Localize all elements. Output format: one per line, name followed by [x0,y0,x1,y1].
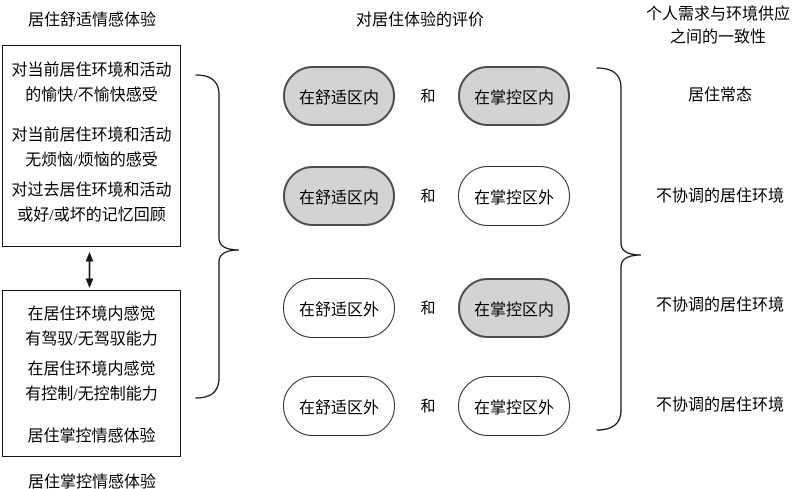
oval-label: 在掌控区外 [473,190,554,207]
comfort-box-line: 对过去居住环境和活动 [11,182,172,199]
mastery-box-line: 在居住环境内感觉 [27,306,156,323]
comfort-zone-oval: 在舒适区内 [283,166,395,226]
comfort-box-line: 无烦恼/烦恼的感受 [25,152,158,169]
double-arrow-icon [85,252,94,288]
comfort-box-line: 或好/或坏的记忆回顾 [17,207,166,224]
mastery-caption: 居住掌控情感体验 [27,474,156,489]
control-zone-oval: 在掌控区外 [458,166,570,226]
oval-label: 在掌控区内 [473,90,554,107]
mastery-box-line: 有控制/无控制能力 [25,386,158,403]
right-brace [596,67,642,431]
comfort-zone-oval: 在舒适区内 [283,66,395,126]
oval-label: 在掌控区外 [473,400,554,417]
control-zone-oval: 在掌控区内 [458,66,570,126]
comfort-box-line: 对当前居住环境和活动 [11,62,172,79]
right-title-line: 之间的一致性 [669,29,766,46]
control-zone-oval: 在掌控区内 [458,278,570,338]
comfort-experience-box: 对当前居住环境和活动 的愉快/不愉快感受 对当前居住环境和活动 无烦恼/烦恼的感… [2,45,181,247]
comfort-zone-oval: 在舒适区外 [283,376,395,436]
mastery-box-line: 在居住环境内感觉 [27,361,156,378]
outcome-label: 不协调的居住环境 [655,297,784,314]
conjunction-and: 和 [420,301,436,317]
outcome-label: 不协调的居住环境 [655,397,784,414]
left-brace [195,74,240,399]
mastery-box-line: 有驾驭/无驾驭能力 [25,331,158,348]
outcome-label: 不协调的居住环境 [655,188,784,205]
left-column-title: 居住舒适情感体验 [27,12,156,29]
oval-label: 在舒适区外 [298,302,379,319]
comfort-box-line: 对当前居住环境和活动 [11,127,172,144]
oval-label: 在舒适区内 [298,190,379,207]
outcome-label: 居住常态 [687,87,752,104]
comfort-zone-oval: 在舒适区外 [283,278,395,338]
conjunction-and: 和 [420,189,436,205]
comfort-box-line: 的愉快/不愉快感受 [25,87,158,104]
right-title-line: 个人需求与环境供应 [645,6,790,23]
right-column-title: 个人需求与环境供应 之间的一致性 [626,3,800,49]
center-column-title: 对居住体验的评价 [355,12,484,29]
oval-label: 在舒适区外 [298,400,379,417]
oval-label: 在舒适区内 [298,90,379,107]
conjunction-and: 和 [420,89,436,105]
mastery-experience-box: 在居住环境内感觉 有驾驭/无驾驭能力 在居住环境内感觉 有控制/无控制能力 居住… [2,290,181,457]
control-zone-oval: 在掌控区外 [458,376,570,436]
conjunction-and: 和 [420,399,436,415]
oval-label: 在掌控区内 [473,302,554,319]
mastery-box-line: 居住掌控情感体验 [27,428,156,445]
